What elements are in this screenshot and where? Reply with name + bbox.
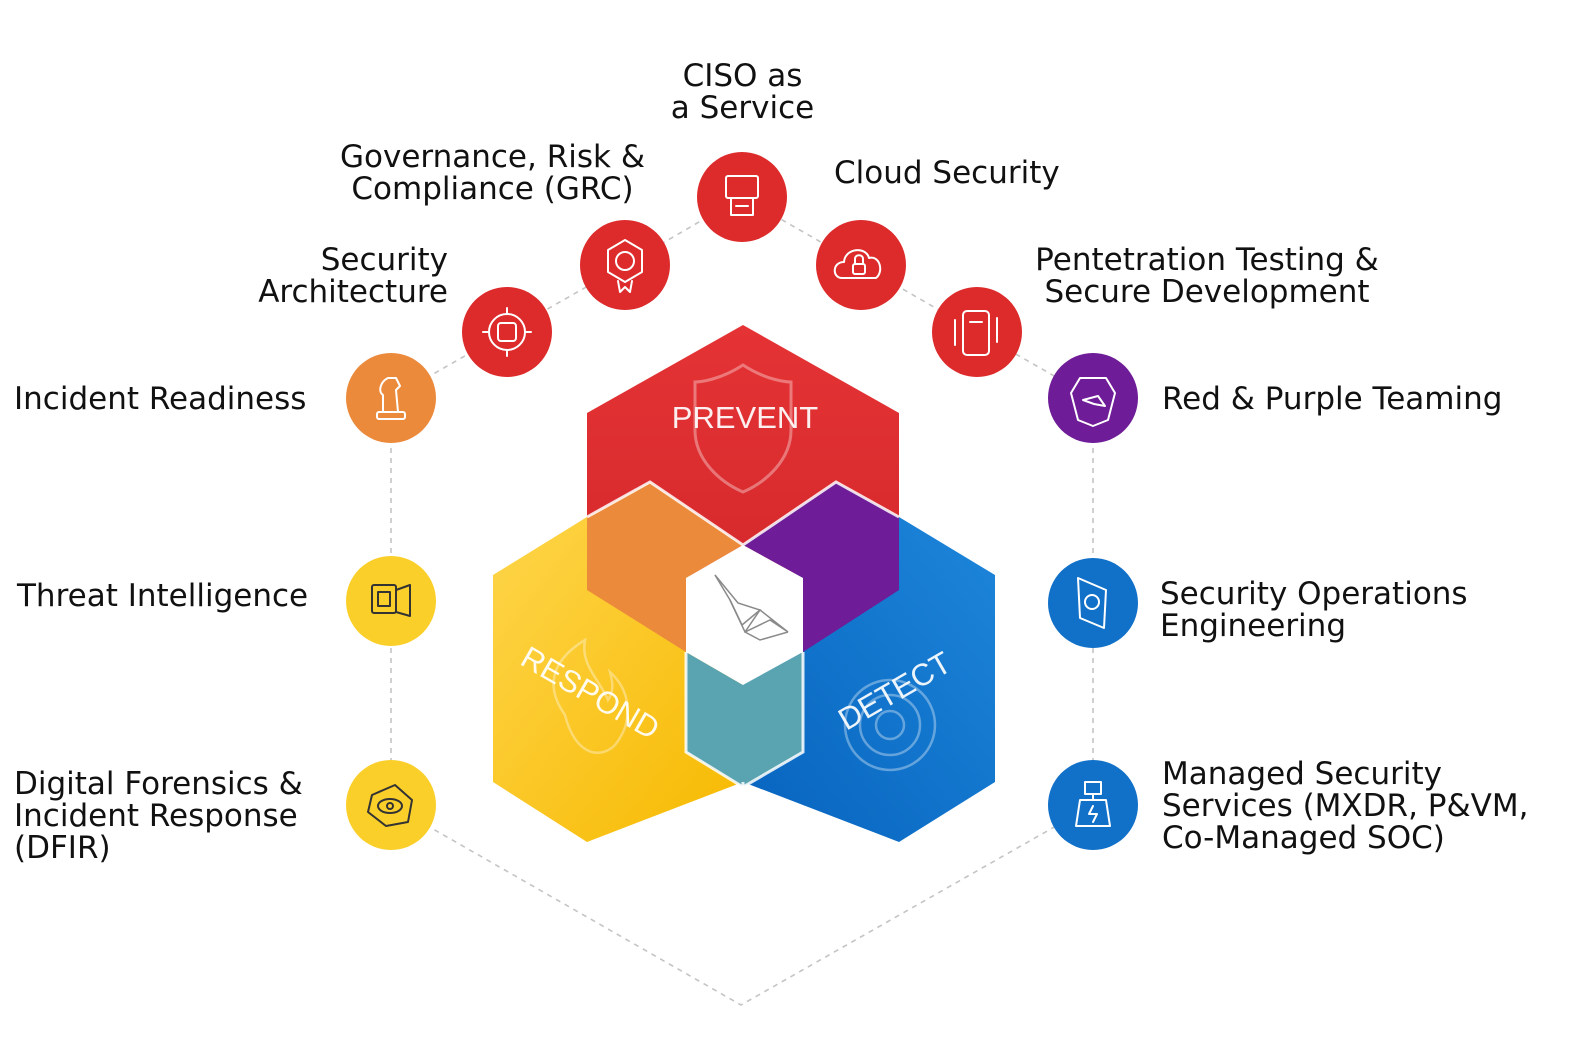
pentest-label[interactable]: Pentetration Testing & Secure Developmen…	[1035, 242, 1379, 310]
red-purple-teaming-label[interactable]: Red & Purple Teaming	[1162, 381, 1503, 417]
computer-icon	[725, 175, 759, 216]
dfir-label[interactable]: Digital Forensics & Incident Response (D…	[14, 766, 303, 866]
radar-watermark-icon	[843, 678, 937, 772]
ciso-node[interactable]	[697, 152, 787, 242]
flame-watermark-icon	[552, 637, 629, 754]
pentest-node[interactable]	[932, 287, 1022, 377]
core-center-hexagon	[686, 545, 803, 685]
cloud-lock-icon	[833, 249, 882, 279]
core-hexagon-cluster: PREVENT RESPOND DETECT	[493, 325, 995, 842]
prevent-detect-overlap	[743, 482, 899, 652]
secops-engineering-node[interactable]	[1048, 558, 1138, 648]
target-gear-icon	[482, 307, 532, 357]
threat-intelligence-node[interactable]	[346, 556, 436, 646]
phone-code-icon	[954, 310, 998, 356]
incident-readiness-label[interactable]: Incident Readiness	[14, 381, 307, 417]
shield-gear-icon	[1077, 577, 1107, 629]
eye-shield-icon	[367, 784, 413, 827]
cloud-security-node[interactable]	[816, 220, 906, 310]
cloud-security-label[interactable]: Cloud Security	[834, 155, 1060, 191]
security-architecture-label[interactable]: Security Architecture	[258, 242, 448, 310]
service-icons	[346, 152, 1138, 850]
shield-watermark-icon	[693, 363, 793, 494]
incident-readiness-node[interactable]	[346, 353, 436, 443]
grc-node[interactable]	[580, 220, 670, 310]
ciso-label[interactable]: CISO as a Service	[670, 58, 815, 126]
server-stack-icon	[1075, 781, 1111, 827]
raven-shield-icon	[1070, 377, 1116, 427]
raven-logo-icon	[714, 574, 789, 641]
grc-label[interactable]: Governance, Risk & Compliance (GRC)	[339, 139, 645, 207]
prevent-respond-overlap	[587, 482, 743, 652]
respond-detect-overlap	[686, 652, 803, 787]
managed-security-services-label[interactable]: Managed Security Services (MXDR, P&VM, C…	[1162, 756, 1529, 856]
managed-security-services-node[interactable]	[1048, 760, 1138, 850]
dfir-node[interactable]	[346, 760, 436, 850]
threat-intelligence-label[interactable]: Threat Intelligence	[17, 578, 309, 614]
badge-icon	[607, 239, 643, 293]
security-architecture-node[interactable]	[462, 287, 552, 377]
red-purple-teaming-node[interactable]	[1048, 353, 1138, 443]
prevent-label: PREVENT	[672, 400, 818, 435]
chess-knight-icon	[376, 377, 406, 420]
magnifier-icon	[371, 584, 411, 617]
secops-engineering-label[interactable]: Security Operations Engineering	[1160, 576, 1468, 644]
